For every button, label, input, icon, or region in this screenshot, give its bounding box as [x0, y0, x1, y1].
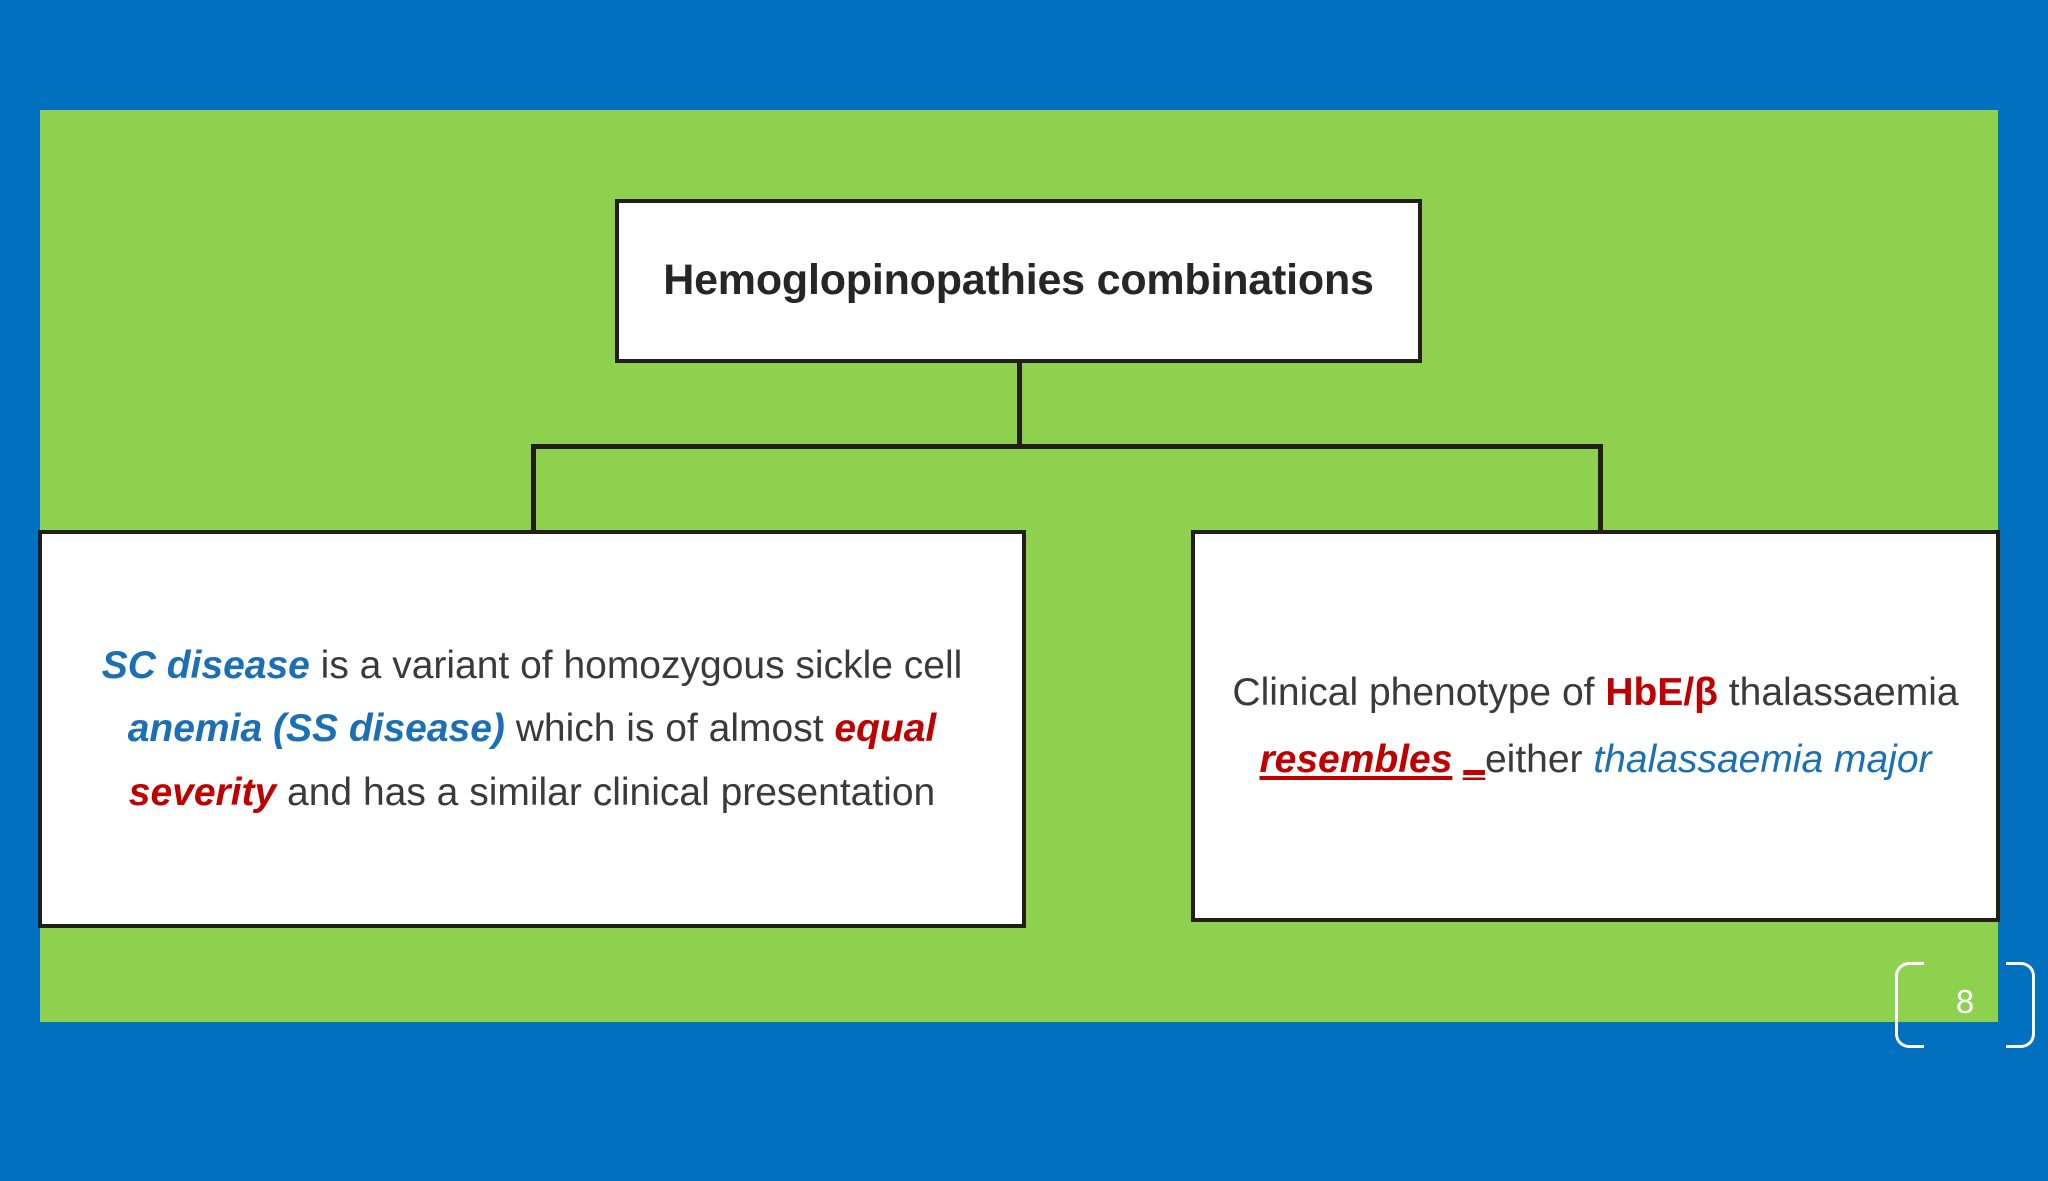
diagram-title-node: Hemoglopinopathies combinations	[615, 199, 1422, 363]
bracket-left-icon	[1895, 962, 1924, 1048]
connector-drop-right	[1598, 444, 1603, 536]
diagram-left-node: SC disease is a variant of homozygous si…	[38, 530, 1026, 928]
page-number: 8	[1955, 983, 1975, 1020]
page-number-decoration: 8	[1895, 962, 2035, 1048]
left-run-4: equal severity	[128, 707, 937, 814]
right-run-7: thalassaemia major	[1593, 738, 1932, 781]
bracket-right-icon	[2006, 962, 2035, 1048]
left-run-3: which is of almost	[504, 707, 835, 751]
left-run-2: anemia (SS disease)	[127, 707, 505, 751]
connector-crossbar	[531, 444, 1603, 449]
right-run-6: either	[1484, 738, 1594, 781]
diagram-title-label: Hemoglopinopathies combinations	[663, 256, 1374, 305]
right-node-text: Clinical phenotype of HbE/β thalassaemia…	[1225, 659, 1966, 793]
right-run-stray-mark: _	[1463, 738, 1485, 781]
connector-drop-left	[531, 444, 536, 536]
left-run-5: and has a similar clinical presentation	[276, 770, 936, 814]
left-node-text: SC disease is a variant of homozygous si…	[68, 634, 996, 824]
left-run-1: is a variant of homozygous sickle cell	[309, 644, 963, 688]
right-run-0: Clinical phenotype of	[1232, 670, 1606, 714]
right-run-4	[1452, 738, 1463, 781]
diagram-right-node: Clinical phenotype of HbE/β thalassaemia…	[1191, 530, 2000, 922]
right-run-2: thalassaemia	[1717, 670, 1959, 714]
right-run-1: HbE/β	[1605, 670, 1718, 714]
connector-stem	[1017, 362, 1022, 449]
left-run-0: SC disease	[101, 644, 310, 688]
right-run-3: resembles	[1259, 738, 1453, 781]
